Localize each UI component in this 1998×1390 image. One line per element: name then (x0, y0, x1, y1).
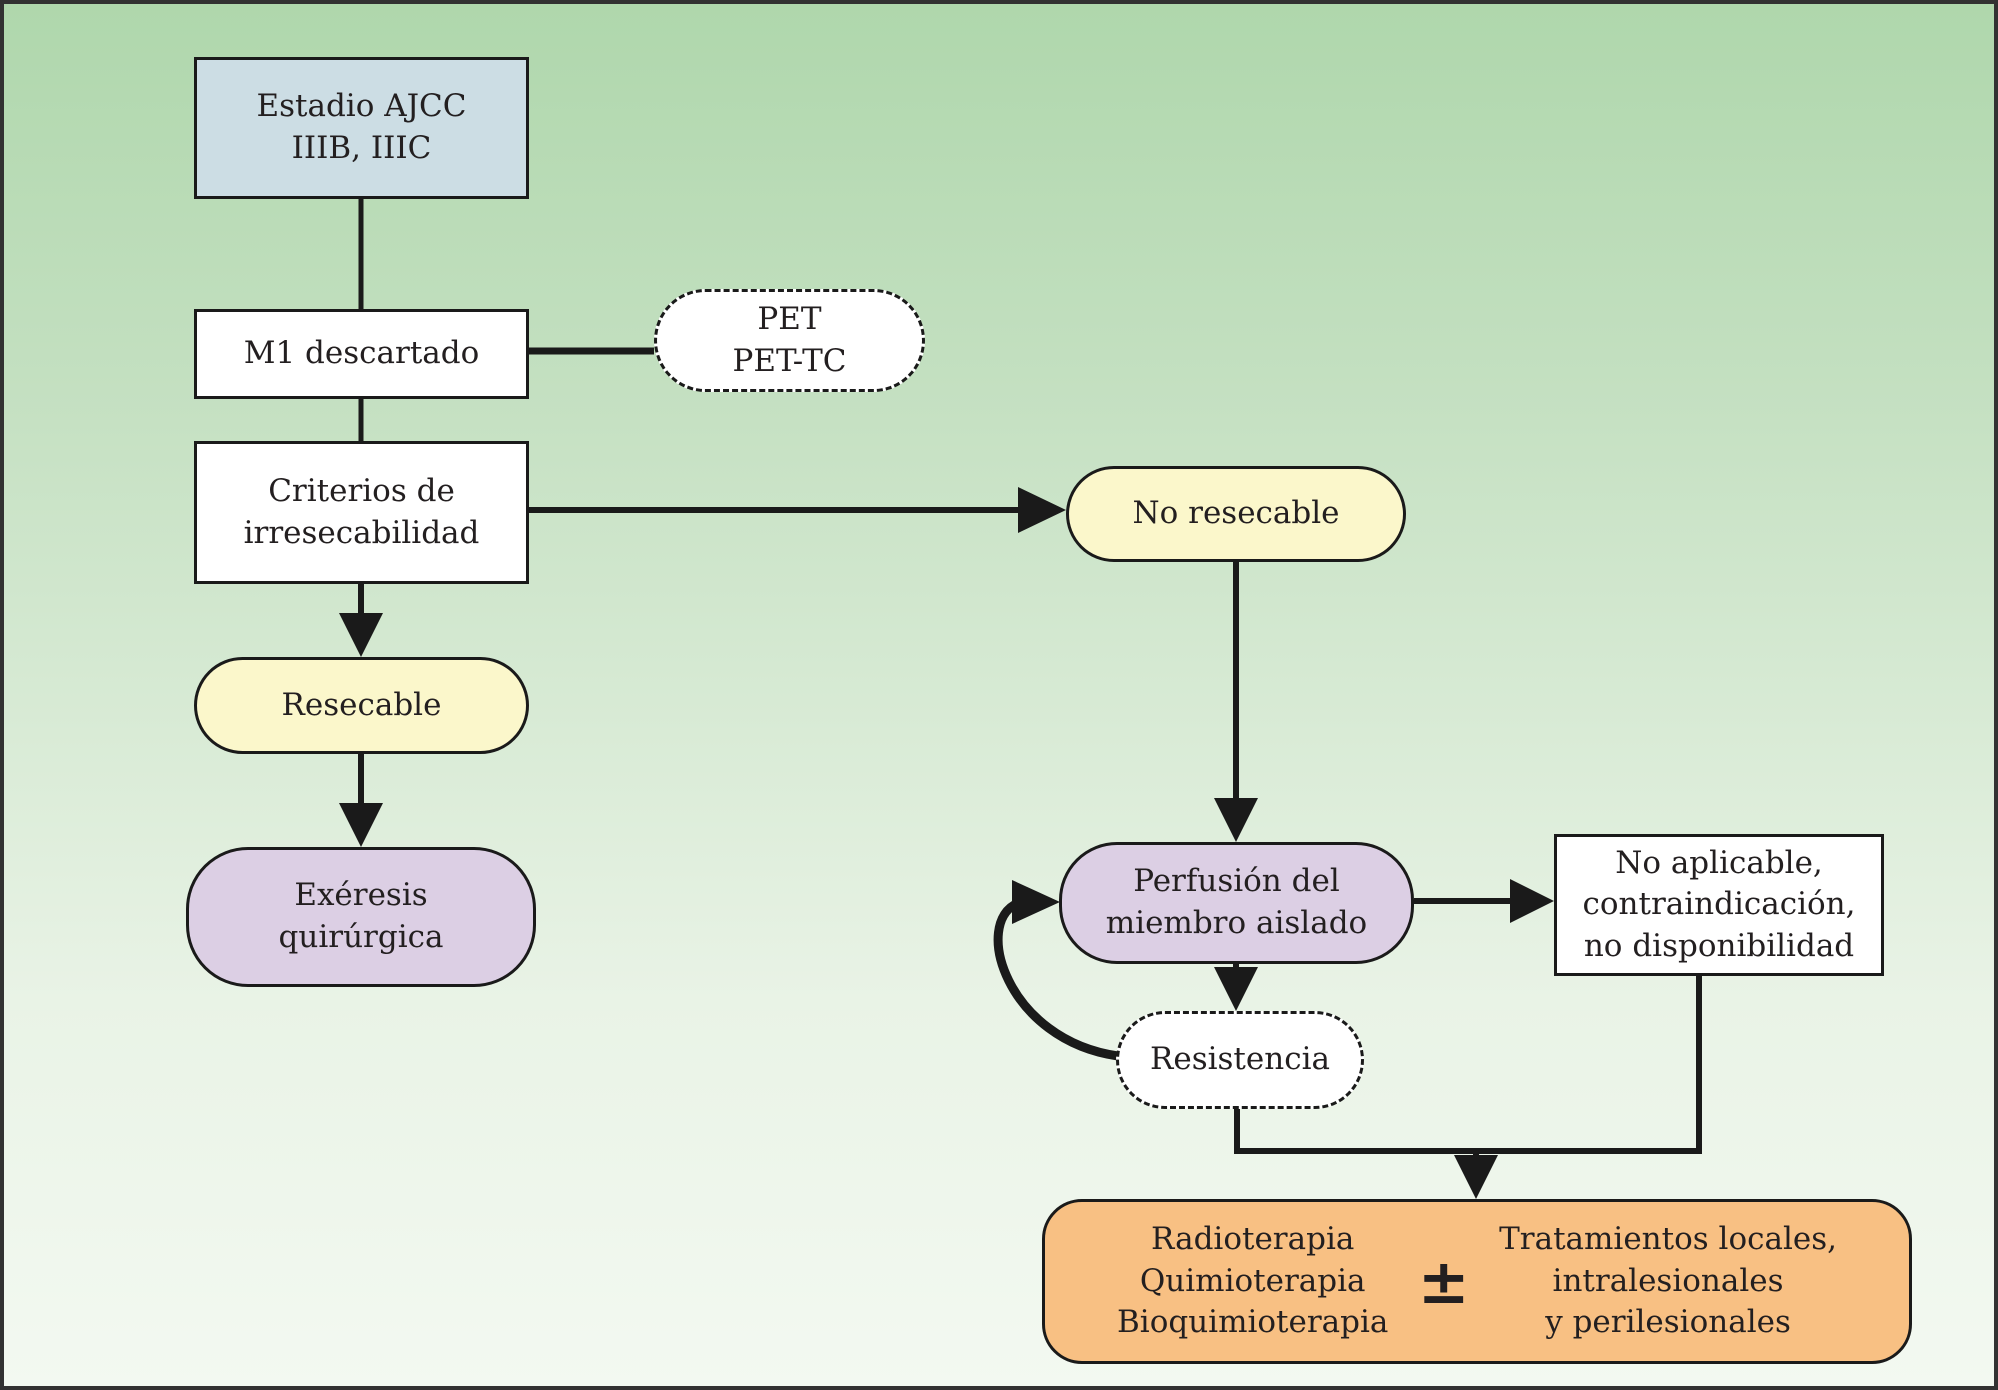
arrow-criterios-resecable (339, 584, 383, 657)
node-no-resecable: No resecable (1066, 466, 1406, 562)
arrow-perfusion-no-aplicable (1414, 879, 1554, 923)
node-tratamiento-sistemico: Radioterapia Quimioterapia Bioquimiotera… (1042, 1199, 1912, 1364)
connector-junction-elbow (1234, 976, 1702, 1154)
treatment-right-label: Tratamientos locales, intralesionales y … (1499, 1221, 1837, 1341)
treatment-left-label: Radioterapia Quimioterapia Bioquimiotera… (1117, 1221, 1389, 1341)
node-resistencia: Resistencia (1116, 1011, 1364, 1109)
node-exeresis-quirurgica: Exéresis quirúrgica (186, 847, 536, 987)
arrow-junction-tratamiento (1454, 1148, 1498, 1199)
arrow-loop-resistencia-perfusion (993, 880, 1119, 1061)
arrow-perfusion-resistencia (1214, 964, 1258, 1011)
node-resecable: Resecable (194, 657, 529, 754)
node-estadio-ajcc: Estadio AJCC IIIB, IIIC (194, 57, 529, 199)
plus-minus-symbol: ± (1417, 1244, 1470, 1318)
node-criterios-irresecabilidad: Criterios de irresecabilidad (194, 441, 529, 584)
arrow-criterios-no-resecable (529, 487, 1066, 533)
node-perfusion-miembro-aislado: Perfusión del miembro aislado (1059, 842, 1414, 964)
node-no-aplicable: No aplicable, contraindicación, no dispo… (1554, 834, 1884, 976)
arrow-no-resecable-perfusion (1214, 562, 1258, 842)
arrow-resecable-exeresis (339, 754, 383, 847)
node-pet: PET PET-TC (654, 289, 925, 392)
node-m1-descartado: M1 descartado (194, 309, 529, 399)
connectors-layer (339, 199, 1702, 1199)
